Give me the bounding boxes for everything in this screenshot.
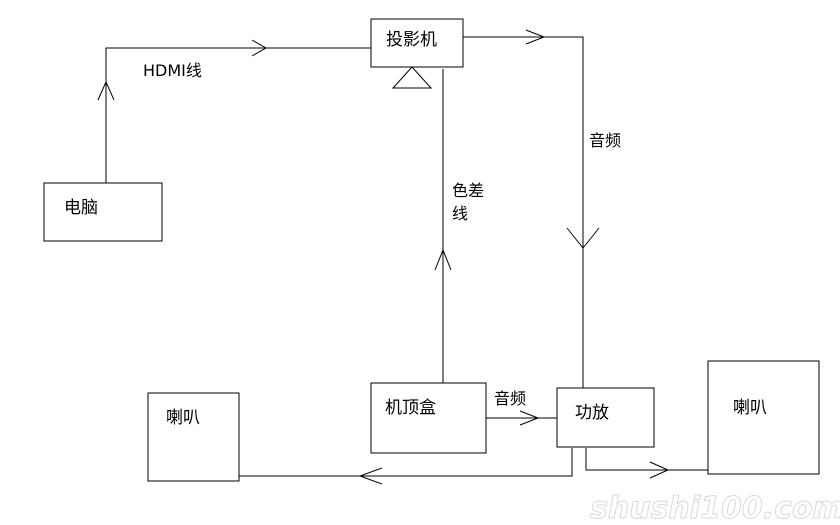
node-projector: 投影机 <box>370 18 464 89</box>
arrow-up-icon <box>97 80 115 101</box>
arrow-up-icon <box>434 248 452 271</box>
wire-amp-right-speaker <box>585 448 708 479</box>
node-label: 喇叭 <box>733 398 767 418</box>
wire-component <box>434 69 452 383</box>
wire-audio-stb-amp <box>486 410 557 426</box>
edge-label-component-line2: 线 <box>452 204 468 223</box>
edge-label-audio-stb: 音频 <box>494 389 526 408</box>
edge-label-component-line1: 色差 <box>452 181 484 200</box>
arrow-right-icon <box>519 410 540 426</box>
node-set-top-box: 机顶盒 <box>370 382 487 454</box>
projector-lens-icon <box>391 66 433 89</box>
node-label: 电脑 <box>64 198 98 218</box>
arrow-right-icon <box>251 39 268 57</box>
arrow-left-icon <box>358 467 383 485</box>
wire-amp-left-speaker <box>239 448 573 485</box>
node-label: 喇叭 <box>166 408 200 428</box>
node-label: 功放 <box>575 403 609 423</box>
arrow-right-icon <box>649 461 670 479</box>
node-speaker-right: 喇叭 <box>707 360 820 475</box>
wire-audio-projector-amp <box>463 29 600 388</box>
wire-hdmi <box>97 39 371 183</box>
node-speaker-left: 喇叭 <box>147 392 240 482</box>
node-computer: 电脑 <box>43 182 163 242</box>
node-label: 机顶盒 <box>385 398 436 418</box>
watermark: shushi100.com <box>590 491 840 525</box>
node-amplifier: 功放 <box>556 387 655 448</box>
edge-label-hdmi: HDMI线 <box>143 61 202 80</box>
arrow-right-icon <box>525 29 546 45</box>
arrow-down-icon <box>566 227 600 249</box>
edge-label-audio-projector: 音频 <box>589 131 621 150</box>
node-label: 投影机 <box>386 30 437 50</box>
